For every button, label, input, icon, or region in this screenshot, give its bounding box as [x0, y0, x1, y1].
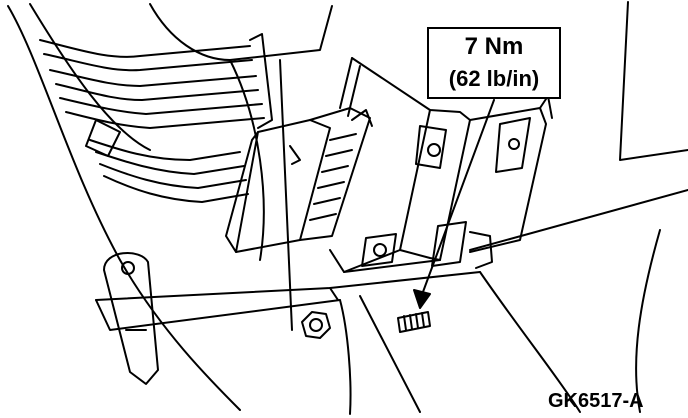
connector-plug	[225, 107, 373, 253]
switch-housing	[329, 57, 553, 273]
mounting-tab	[103, 251, 159, 385]
torque-callout-box: 7 Nm (62 lb/in)	[427, 27, 561, 99]
torque-lbin-label: (62 lb/in)	[448, 66, 540, 91]
wiring-harness	[39, 33, 273, 203]
figure-code: GK6517-A	[548, 390, 644, 412]
dash-panel-outline	[7, 1, 688, 413]
torque-nm-label: 7 Nm	[464, 33, 524, 60]
lower-trim-bar	[95, 271, 481, 415]
hex-nut	[301, 311, 331, 339]
callout-arrow	[413, 99, 495, 309]
threaded-fastener	[397, 311, 431, 333]
